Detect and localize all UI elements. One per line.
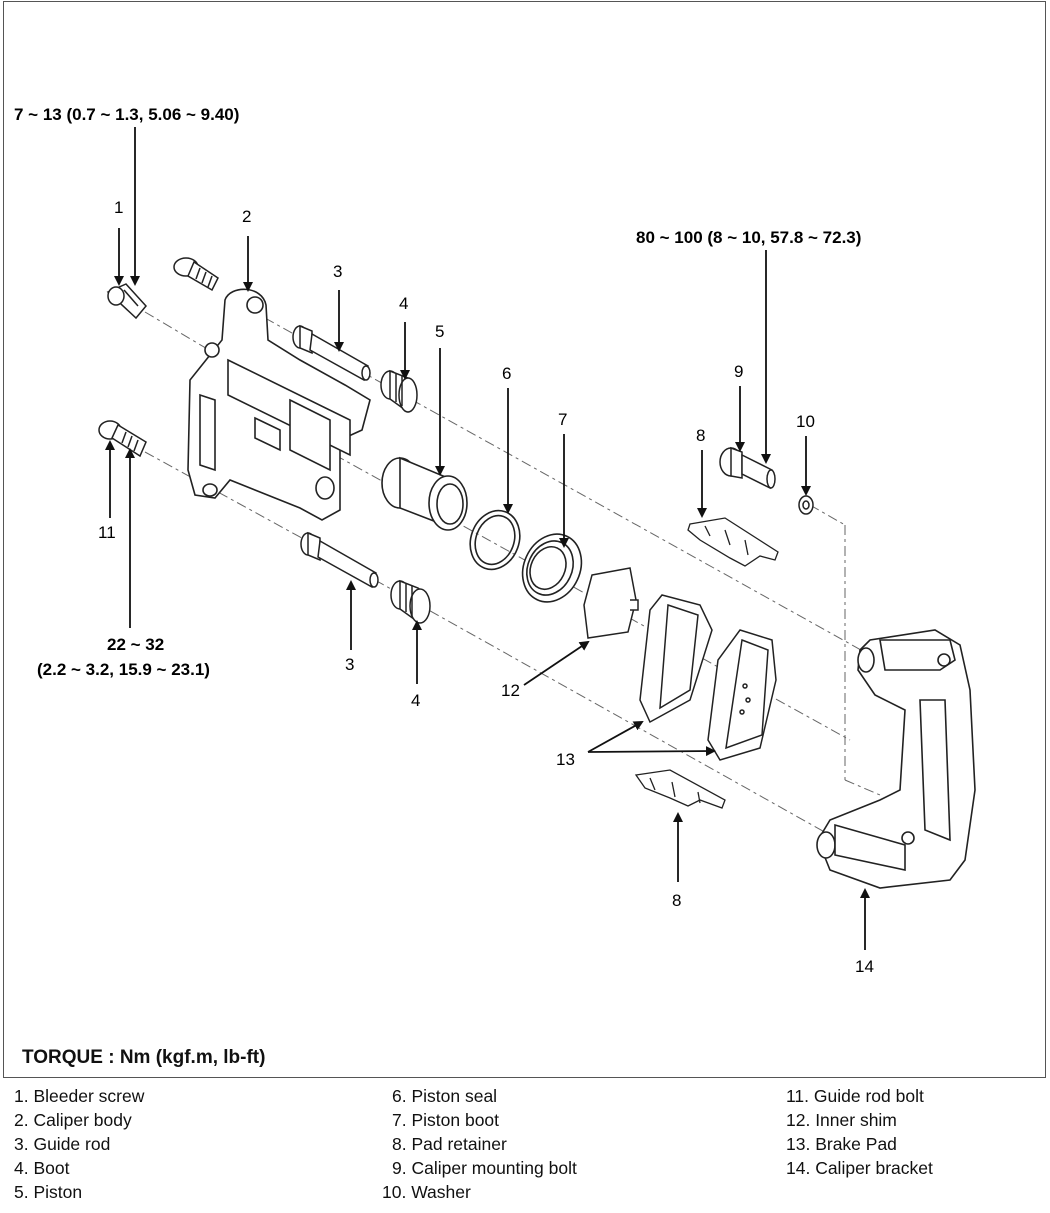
callout-10: 10: [796, 412, 815, 431]
callout-9: 9: [734, 362, 743, 381]
pad-retainer-bottom-part: [634, 769, 726, 809]
brake-pad-part: [639, 594, 777, 761]
boot-top-part: [380, 369, 418, 413]
torque-label-guide-rod-bolt-2: (2.2 ~ 3.2, 15.9 ~ 23.1): [37, 660, 210, 679]
callout-8-top: 8: [696, 426, 705, 445]
legend-item: 14. Caliper bracket: [786, 1158, 933, 1178]
callout-7: 7: [558, 410, 567, 429]
guide-rod-bolt-bottom-part: [98, 420, 147, 458]
torque-label-bleeder: 7 ~ 13 (0.7 ~ 1.3, 5.06 ~ 9.40): [14, 105, 239, 124]
legend-item: 11. Guide rod bolt: [786, 1086, 924, 1106]
legend-item: 8. Pad retainer: [392, 1134, 507, 1154]
callout-14: 14: [855, 957, 874, 976]
callout-11: 11: [98, 523, 116, 542]
callout-4-top: 4: [399, 294, 408, 313]
callout-8-bottom: 8: [672, 891, 681, 910]
legend-item: 5. Piston: [14, 1182, 83, 1202]
callout-4-bottom: 4: [411, 691, 420, 710]
caliper-body-part: [187, 288, 371, 521]
piston-seal-part: [469, 509, 521, 571]
callout-2: 2: [242, 207, 251, 226]
inner-shim-part: [583, 567, 639, 639]
washer-part: [798, 495, 814, 515]
legend-item: 2. Caliper body: [14, 1110, 132, 1130]
legend-item: 12. Inner shim: [786, 1110, 897, 1130]
guide-rod-bottom-part: [300, 531, 379, 589]
guide-rod-bolt-top-part: [173, 257, 219, 292]
torque-label-mounting-bolt: 80 ~ 100 (8 ~ 10, 57.8 ~ 72.3): [636, 228, 861, 247]
callout-1: 1: [114, 198, 123, 217]
boot-bottom-part: [390, 579, 431, 624]
legend-item: 10. Washer: [382, 1182, 471, 1202]
legend-item: 3. Guide rod: [14, 1134, 111, 1154]
legend-item: 13. Brake Pad: [786, 1134, 897, 1154]
callout-12: 12: [501, 681, 520, 700]
diagram-frame: [3, 1, 1046, 1078]
legend-item: 6. Piston seal: [392, 1086, 498, 1106]
guide-rod-top-part: [292, 324, 371, 382]
torque-label-guide-rod-bolt-1: 22 ~ 32: [107, 635, 164, 654]
caliper-bracket-part: [816, 629, 976, 889]
torque-units-note: TORQUE : Nm (kgf.m, lb-ft): [22, 1047, 266, 1068]
callout-6: 6: [502, 364, 511, 383]
exploded-view-diagram: 7 ~ 13 (0.7 ~ 1.3, 5.06 ~ 9.40) 80 ~ 100…: [14, 105, 976, 976]
legend-item: 4. Boot: [14, 1158, 70, 1178]
legend-item: 9. Caliper mounting bolt: [392, 1158, 577, 1178]
callout-3-bottom: 3: [345, 655, 354, 674]
caliper-mounting-bolt-part: [719, 446, 776, 490]
callout-13: 13: [556, 750, 575, 769]
pad-retainer-top-part: [687, 517, 779, 567]
piston-boot-part: [521, 533, 583, 603]
piston-part: [381, 456, 468, 531]
legend-item: 7. Piston boot: [392, 1110, 500, 1130]
callout-5: 5: [435, 322, 444, 341]
bleeder-screw-part: [106, 283, 147, 320]
leader-arrows: [105, 127, 870, 950]
callout-3-top: 3: [333, 262, 342, 281]
legend-item: 1. Bleeder screw: [14, 1086, 145, 1106]
